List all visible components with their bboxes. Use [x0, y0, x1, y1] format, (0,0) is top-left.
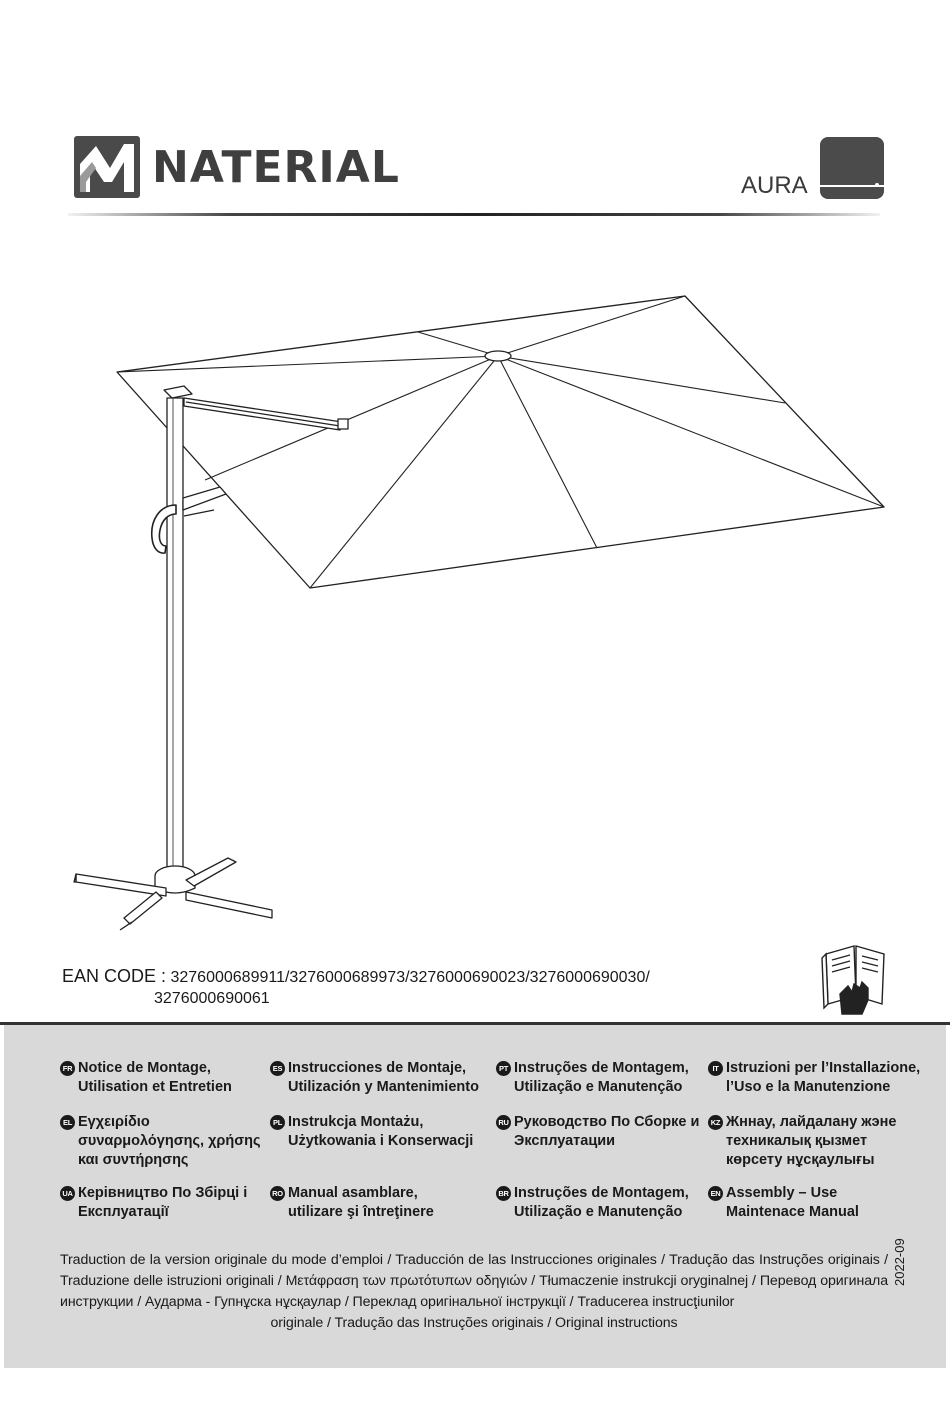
lang-title-en: Assembly – Use Maintenace Manual: [726, 1185, 859, 1220]
lang-item-ua: UA Керівництво По Збірці і Експлуатації: [60, 1184, 247, 1222]
lang-item-es: ES Instrucciones de Montaje, Utilización…: [270, 1059, 479, 1097]
cantilever-umbrella-illustration: [73, 295, 885, 931]
lang-item-pl: PL Instrukcja Montażu, Użytkowania i Kon…: [270, 1113, 473, 1151]
publication-date: 2022-09: [892, 1238, 907, 1286]
lang-item-kz: KZ Жннау, лайдалану жэне техникалық қызм…: [708, 1113, 896, 1170]
lang-badge-el: EL: [60, 1115, 75, 1130]
header-divider: [68, 213, 880, 216]
product-name: AURA: [741, 172, 808, 199]
lang-badge-ro: RO: [270, 1186, 285, 1201]
lang-title-it: Istruzioni per l’Installazione, l’Uso e …: [726, 1060, 921, 1095]
lang-item-br: BR Instruções de Montagem, Utilização e …: [496, 1184, 689, 1222]
lang-item-it: IT Istruzioni per l’Installazione, l’Uso…: [708, 1059, 920, 1097]
translation-notice: Traduction de la version originale du mo…: [60, 1250, 888, 1334]
lang-badge-it: IT: [708, 1061, 723, 1076]
lang-item-en: EN Assembly – Use Maintenace Manual: [708, 1184, 859, 1222]
swatch-dot: [875, 183, 879, 187]
lang-title-kz: Жннау, лайдалану жэне техникалық қызмет …: [726, 1114, 897, 1168]
lang-badge-ru: RU: [496, 1115, 511, 1130]
lang-title-br: Instruções de Montagem, Utilização e Man…: [514, 1185, 689, 1220]
lang-title-pt: Instruções de Montagem, Utilização e Man…: [514, 1060, 689, 1095]
ean-codes-line-2: 3276000690061: [154, 990, 270, 1007]
lang-title-el: Εγχειρίδιο συναρμολόγησης, χρήσης και συ…: [78, 1114, 261, 1168]
color-swatch: [820, 137, 884, 199]
translation-notice-last-line: originale / Tradução das Instruções orig…: [270, 1315, 678, 1331]
lang-badge-pt: PT: [496, 1061, 511, 1076]
brand-logo-icon: [74, 136, 140, 198]
lang-item-ru: RU Руководство По Сборке и Эксплуатации: [496, 1113, 699, 1151]
ean-codes-line-1: 3276000689911/3276000689973/327600069002…: [170, 969, 650, 986]
footer-divider: [0, 1022, 950, 1025]
ean-code-block: EAN CODE : 3276000689911/3276000689973/3…: [62, 966, 650, 1009]
lang-title-ro: Manual asamblare, utilizare şi întreţine…: [288, 1185, 434, 1220]
language-panel: [4, 1025, 946, 1368]
lang-badge-fr: FR: [60, 1061, 75, 1076]
lang-title-ua: Керівництво По Збірці і Експлуатації: [78, 1185, 248, 1220]
lang-item-el: EL Εγχειρίδιο συναρμολόγησης, χρήσης και…: [60, 1113, 261, 1170]
lang-title-fr: Notice de Montage, Utilisation et Entret…: [78, 1060, 232, 1095]
ean-label: EAN CODE :: [62, 966, 167, 986]
lang-badge-es: ES: [270, 1061, 285, 1076]
brand-name: NATERIAL: [152, 142, 400, 193]
lang-item-fr: FR Notice de Montage, Utilisation et Ent…: [60, 1059, 232, 1097]
swatch-line: [820, 185, 884, 187]
lang-badge-pl: PL: [270, 1115, 285, 1130]
lang-item-pt: PT Instruções de Montagem, Utilização e …: [496, 1059, 689, 1097]
read-manual-icon: [821, 945, 885, 1015]
lang-badge-en: EN: [708, 1186, 723, 1201]
lang-badge-kz: KZ: [708, 1115, 723, 1130]
lang-title-ru: Руководство По Сборке и Эксплуатации: [514, 1114, 700, 1149]
lang-title-pl: Instrukcja Montażu, Użytkowania i Konser…: [288, 1114, 474, 1149]
lang-item-ro: RO Manual asamblare, utilizare şi întreţ…: [270, 1184, 434, 1222]
translation-notice-text: Traduction de la version originale du mo…: [60, 1252, 888, 1310]
lang-badge-br: BR: [496, 1186, 511, 1201]
lang-badge-ua: UA: [60, 1186, 75, 1201]
lang-title-es: Instrucciones de Montaje, Utilización y …: [288, 1060, 479, 1095]
